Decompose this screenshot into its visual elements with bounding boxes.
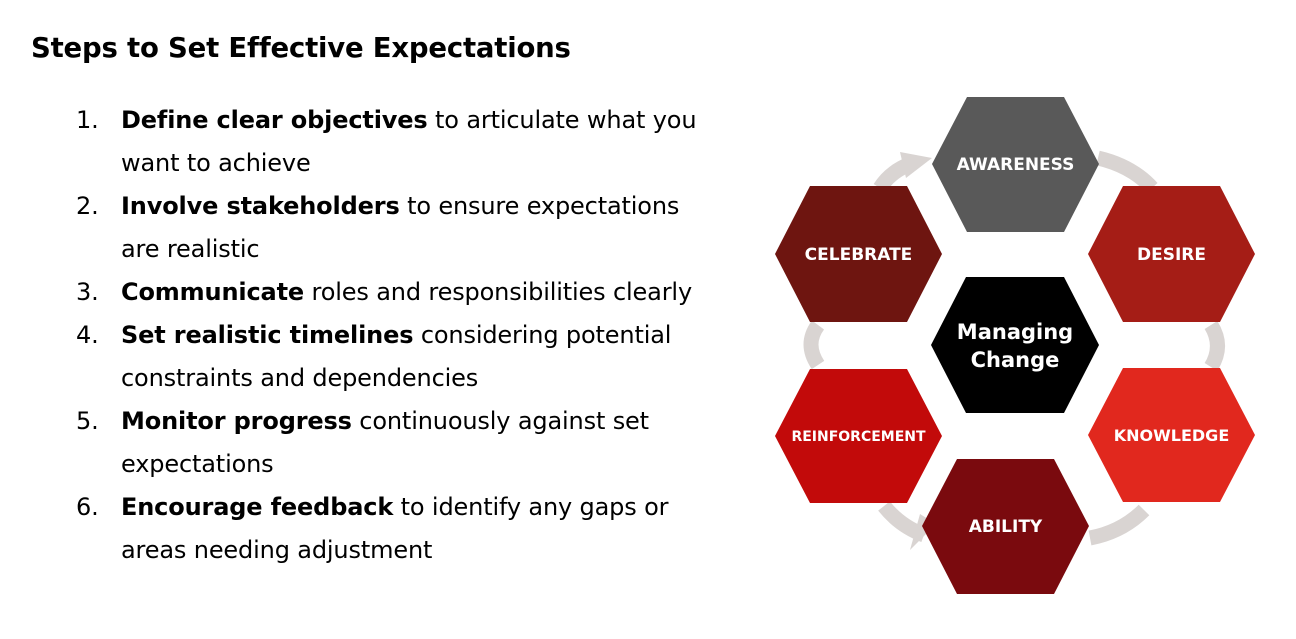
cycle-arrows — [803, 150, 1225, 550]
hexagon — [1088, 186, 1255, 322]
page-title: Steps to Set Effective Expectations — [31, 32, 571, 64]
hexagon — [775, 186, 942, 322]
step-text: to identify any gaps or areas needing ad… — [121, 493, 669, 564]
node-label: CELEBRATE — [805, 245, 913, 265]
step-number: 3. — [76, 278, 99, 306]
center-hexagon — [931, 277, 1099, 413]
step-text: roles and responsibilities clearly — [304, 278, 693, 306]
node-reinforcement: REINFORCEMENT — [775, 369, 942, 503]
step-2: 2. Involve stakeholders to ensure expecta… — [0, 185, 721, 271]
node-label: DESIRE — [1137, 245, 1206, 265]
step-bold-text: Set realistic timelines — [121, 321, 414, 349]
hexagon — [932, 97, 1099, 232]
hexagon — [1088, 368, 1255, 502]
step-bold-text: Involve stakeholders — [121, 192, 400, 220]
arrow-reinforcement-to-celebrate — [803, 320, 825, 370]
step-bold-text: Encourage feedback — [121, 493, 394, 521]
step-bold-text: Monitor progress — [121, 407, 352, 435]
step-bold-text: Communicate — [121, 278, 305, 306]
steps-list: 1. Define clear objectives to articulate … — [0, 99, 721, 572]
node-celebrate: CELEBRATE — [775, 186, 942, 322]
step-text: to articulate what you want to achieve — [121, 106, 697, 177]
step-number: 5. — [76, 407, 99, 435]
node-label: KNOWLEDGE — [1114, 426, 1230, 445]
node-desire: DESIRE — [1088, 186, 1255, 322]
node-center: Managing Change — [931, 277, 1099, 413]
step-number: 6. — [76, 493, 99, 521]
node-label: ABILITY — [969, 517, 1043, 537]
arrow-desire-to-knowledge — [1204, 321, 1225, 371]
step-4: 4. Set realistic timelines considering po… — [0, 314, 721, 400]
step-number: 2. — [76, 192, 99, 220]
hexagon — [775, 369, 942, 503]
arrow-awareness-to-desire — [1096, 150, 1158, 194]
node-label: AWARENESS — [957, 155, 1075, 175]
step-text: continuously against set expectations — [121, 407, 649, 478]
step-1: 1. Define clear objectives to articulate … — [0, 99, 721, 185]
step-text: to ensure expectations are realistic — [121, 192, 680, 263]
arrow-knowledge-to-ability — [1088, 504, 1150, 546]
step-6: 6. Encourage feedback to identify any gap… — [0, 486, 721, 572]
step-bold-text: Define clear objectives — [121, 106, 428, 134]
step-number: 1. — [76, 106, 99, 134]
center-label-line-2: Change — [971, 348, 1060, 372]
step-number: 4. — [76, 321, 99, 349]
step-5: 5. Monitor progress continuously against … — [0, 400, 721, 486]
node-awareness: AWARENESS — [932, 97, 1099, 232]
step-text: considering potential constraints and de… — [121, 321, 672, 392]
step-3: 3. Communicate roles and responsibilities… — [0, 271, 721, 314]
center-label-line-1: Managing — [957, 320, 1073, 344]
arrowhead-celebrate-to-awareness — [900, 152, 932, 178]
managing-change-diagram: AWARENESS DESIRE KNOWLEDGE ABILITY REINF… — [775, 97, 1255, 594]
node-label: REINFORCEMENT — [791, 429, 926, 445]
node-ability: ABILITY — [922, 459, 1089, 594]
hexagon — [922, 459, 1089, 594]
node-knowledge: KNOWLEDGE — [1088, 368, 1255, 502]
